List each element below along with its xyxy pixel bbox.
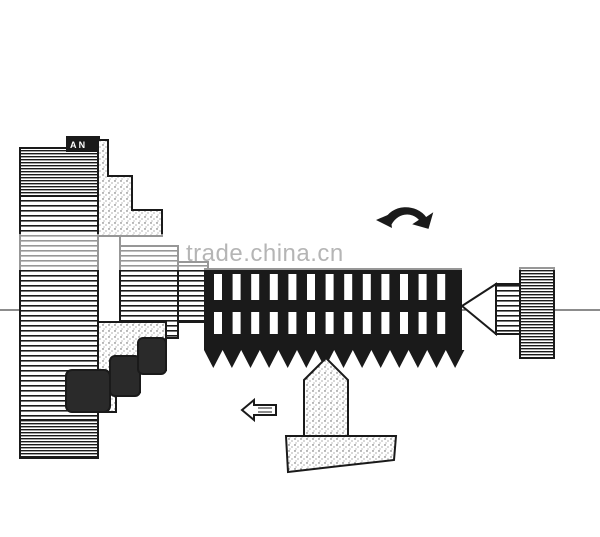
watermark-band (0, 234, 600, 270)
thread-slot-upper (418, 274, 427, 300)
thread-slot-upper (251, 274, 260, 300)
thread-slot-lower (325, 312, 334, 334)
thread-slot-upper (232, 274, 241, 300)
thread-slot-upper (288, 274, 297, 300)
tailstock-body (519, 267, 555, 359)
thread-slot-lower (344, 312, 353, 334)
thread-slot-lower (418, 312, 427, 334)
thread-slot-lower (381, 312, 390, 334)
thread-teeth (204, 350, 465, 368)
thread-slot-upper (214, 274, 222, 300)
jaw-rollers (65, 337, 167, 413)
thread-slot-lower (437, 312, 446, 334)
thread-slot-lower (251, 312, 260, 334)
spindle-neck (177, 261, 209, 323)
thread-slot-upper (362, 274, 371, 300)
thread-slots (214, 274, 446, 334)
thread-slot-lower (288, 312, 297, 334)
thread-slot-upper (381, 274, 390, 300)
chuck-label: A N (70, 140, 85, 150)
thread-slot-upper (400, 274, 408, 300)
thread-slot-upper (307, 274, 315, 300)
thread-slot-lower (362, 312, 371, 334)
thread-slot-lower (232, 312, 241, 334)
threaded-workpiece (204, 268, 465, 368)
tailstock-quill (495, 283, 521, 335)
tool-post (284, 435, 398, 474)
chuck-label-box: A N (66, 136, 100, 152)
rotation-arrow-icon (376, 207, 434, 229)
upper-chuck-jaw (97, 139, 163, 237)
watermark-text: trade.china.cn (186, 240, 344, 267)
thread-slot-lower (307, 312, 315, 334)
thread-slot-upper (269, 274, 278, 300)
cutting-tool (303, 356, 349, 441)
thread-slot-upper (437, 274, 446, 300)
thread-slot-upper (325, 274, 334, 300)
tailstock-center (460, 282, 497, 337)
thread-slot-lower (214, 312, 222, 334)
thread-slot-lower (269, 312, 278, 334)
feed-arrow-icon (240, 397, 277, 423)
thread-slot-lower (400, 312, 408, 334)
thread-slot-upper (344, 274, 353, 300)
